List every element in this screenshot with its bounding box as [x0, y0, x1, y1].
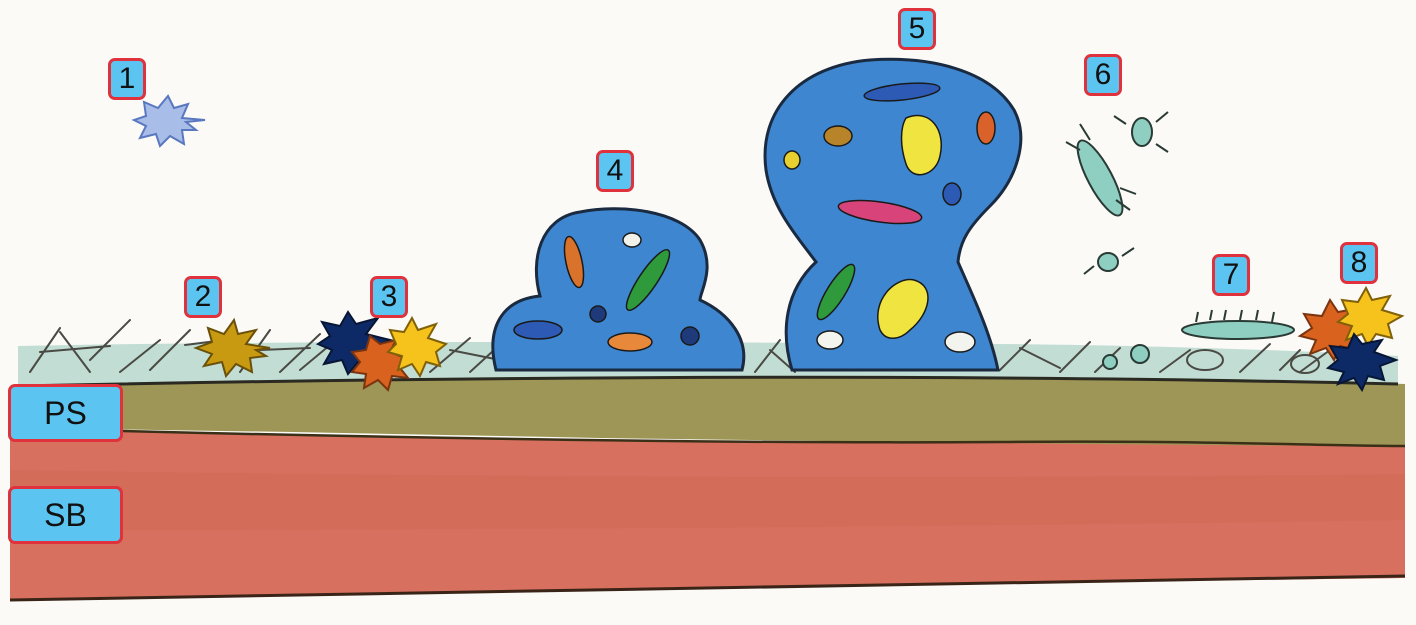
substrate-shading [10, 470, 1405, 530]
biofilm-colony-5 [765, 59, 1021, 370]
label-8: 8 [1340, 242, 1378, 284]
label-7: 7 [1212, 254, 1250, 296]
label-pellicle-ps: PS [8, 384, 123, 442]
label-6: 6 [1084, 54, 1122, 96]
label-5: 5 [898, 8, 936, 50]
label-2: 2 [184, 276, 222, 318]
label-substrate-sb: SB [8, 486, 123, 544]
label-1: 1 [108, 58, 146, 100]
label-4: 4 [596, 150, 634, 192]
label-3: 3 [370, 276, 408, 318]
